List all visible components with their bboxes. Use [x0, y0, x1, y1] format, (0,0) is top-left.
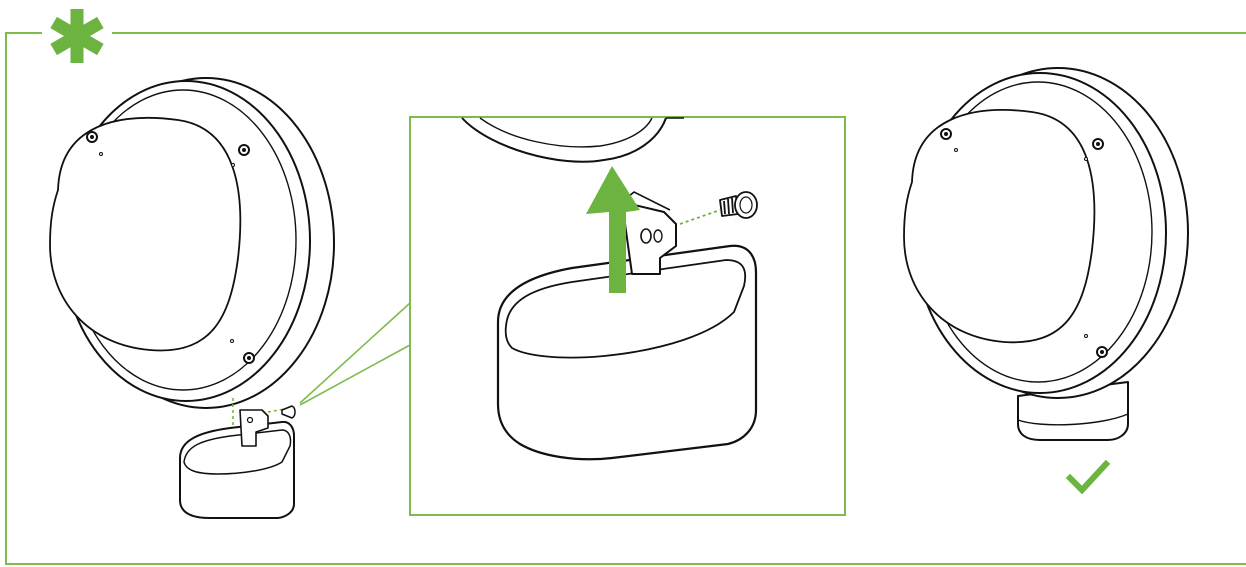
- wall-mount-left: [180, 406, 295, 518]
- camera-assembly-left: [50, 78, 334, 408]
- camera-dome: [50, 118, 240, 351]
- asterisk-icon: [50, 9, 103, 63]
- camera-dome: [904, 110, 1094, 342]
- checkmark-icon: [1070, 464, 1106, 490]
- camera-assembly-right: [904, 68, 1188, 440]
